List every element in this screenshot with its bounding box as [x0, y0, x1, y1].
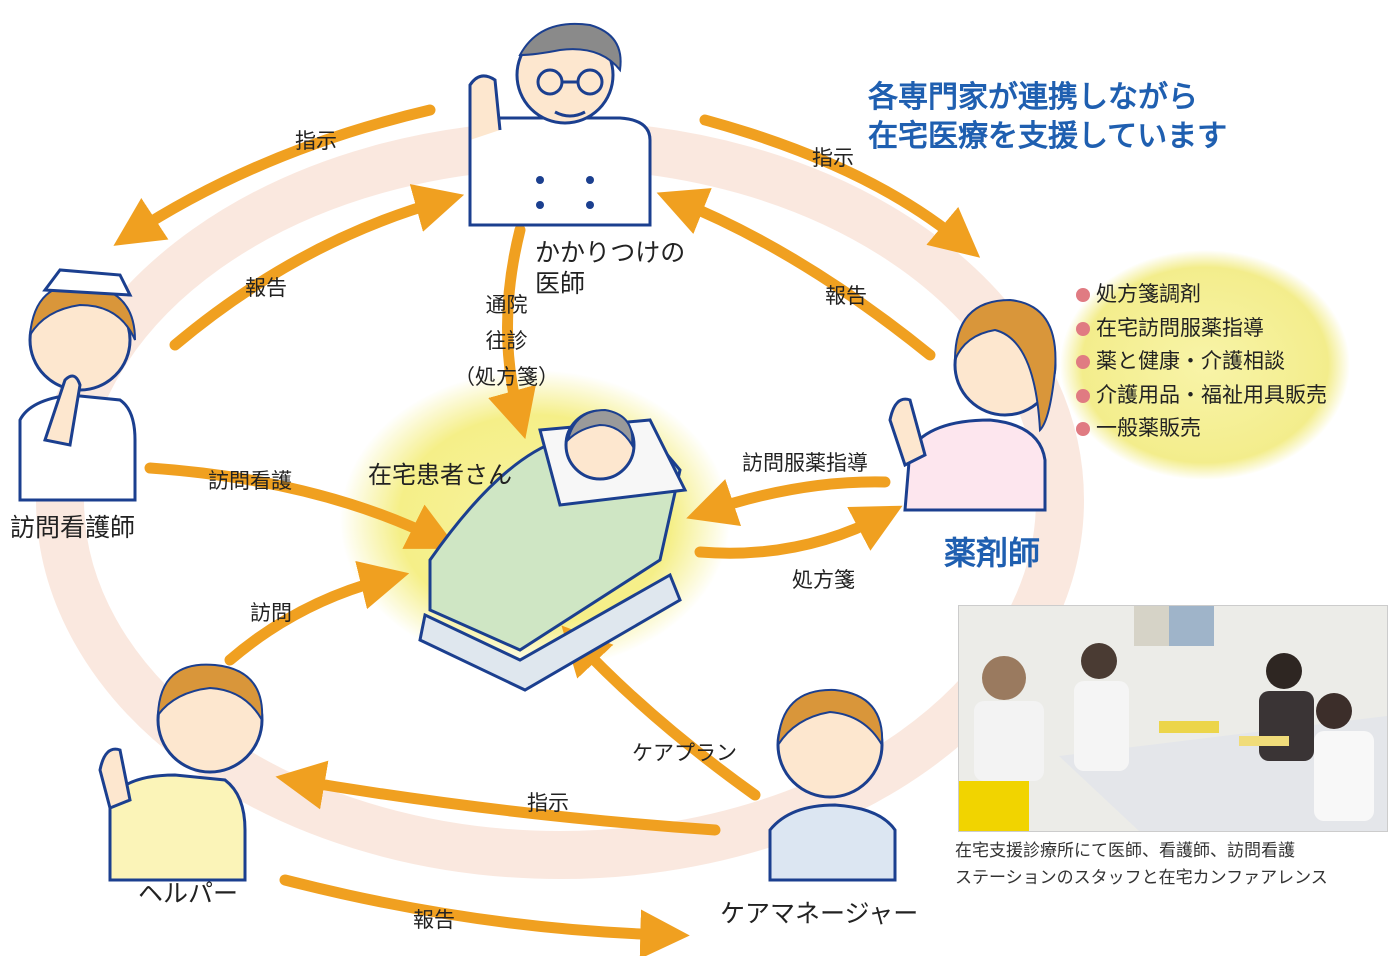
- label-doctor-to-patient: 通院 往診 （処方箋）: [454, 287, 559, 395]
- doctor-label: かかりつけの 医師: [535, 237, 685, 300]
- headline-line-2: 在宅医療を支援しています: [868, 119, 1228, 154]
- label-pharmacist-to-doctor: 報告: [825, 284, 867, 308]
- arrow-helper-to-patient: [224, 561, 410, 666]
- service-item: 在宅訪問服薬指導: [1076, 312, 1327, 346]
- conference-photo-image: [959, 606, 1387, 831]
- headline: 各専門家が連携しながら 在宅医療を支援しています: [868, 78, 1227, 156]
- doctor-label-line-2: 医師: [535, 269, 586, 299]
- arrow-pharmacist-to-patient: [686, 476, 891, 526]
- arrow-caremanager-to-helper: [275, 760, 721, 836]
- nurse-figure: [18, 268, 137, 502]
- service-item: 介護用品・福祉用具販売: [1076, 379, 1327, 413]
- headline-line-1: 各専門家が連携しながら: [868, 80, 1198, 115]
- arrow-pharmacist-to-doctor: [656, 188, 936, 361]
- arrow-doctor-to-patient: [488, 224, 536, 440]
- service-item: 薬と健康・介護相談: [1076, 345, 1327, 379]
- helper-figure: [98, 663, 264, 882]
- patient-label: 在宅患者さん: [368, 461, 512, 489]
- photo-caption-line-2: ステーションのスタッフと在宅カンファアレンス: [955, 868, 1328, 888]
- label-doctor-to-nurse: 指示: [295, 129, 337, 153]
- photo-caption: 在宅支援診療所にて医師、看護師、訪問看護 ステーションのスタッフと在宅カンファア…: [955, 838, 1328, 892]
- label-helper-to-caremanager: 報告: [413, 908, 455, 932]
- arrow-patient-to-pharmacist: [694, 505, 903, 559]
- arrow-nurse-to-patient: [144, 462, 458, 549]
- label-doctor-to-patient-line-2: 往診: [485, 329, 528, 353]
- label-nurse-to-patient: 訪問看護: [208, 469, 292, 493]
- photo-caption-line-1: 在宅支援診療所にて医師、看護師、訪問看護: [955, 841, 1295, 861]
- arrow-doctor-to-pharmacist: [699, 114, 981, 258]
- conference-photo: [958, 605, 1388, 832]
- label-patient-to-pharmacist: 処方箋: [792, 568, 855, 592]
- pharmacy-services-list: 処方箋調剤 在宅訪問服薬指導 薬と健康・介護相談 介護用品・福祉用具販売 一般薬…: [1076, 278, 1327, 446]
- care-manager-label: ケアマネージャー: [720, 899, 919, 928]
- pharmacist-label: 薬剤師: [944, 534, 1041, 572]
- label-helper-to-patient: 訪問: [250, 601, 292, 625]
- pharmacist-figure: [888, 298, 1057, 512]
- nurse-label: 訪問看護師: [10, 513, 136, 542]
- label-caremanager-to-patient: ケアプラン: [632, 741, 737, 765]
- arrow-doctor-to-nurse: [113, 104, 436, 246]
- label-doctor-to-patient-line-3: （処方箋）: [454, 365, 559, 389]
- patient-in-bed: [418, 408, 688, 692]
- label-caremanager-to-helper: 指示: [527, 791, 569, 815]
- care-manager-figure: [768, 688, 897, 882]
- arrow-helper-to-caremanager: [279, 874, 690, 956]
- helper-label: ヘルパー: [138, 879, 239, 908]
- service-item: 一般薬販売: [1076, 412, 1327, 446]
- arrow-caremanager-to-patient: [561, 625, 761, 801]
- label-pharmacist-to-patient: 訪問服薬指導: [742, 451, 868, 475]
- arrow-nurse-to-doctor: [169, 184, 465, 351]
- label-doctor-to-patient-line-1: 通院: [485, 293, 528, 317]
- service-item: 処方箋調剤: [1076, 278, 1327, 312]
- label-nurse-to-doctor: 報告: [245, 276, 287, 300]
- label-doctor-to-pharmacist: 指示: [812, 146, 854, 170]
- doctor-label-line-1: かかりつけの: [535, 238, 686, 267]
- doctor-figure: [468, 22, 652, 227]
